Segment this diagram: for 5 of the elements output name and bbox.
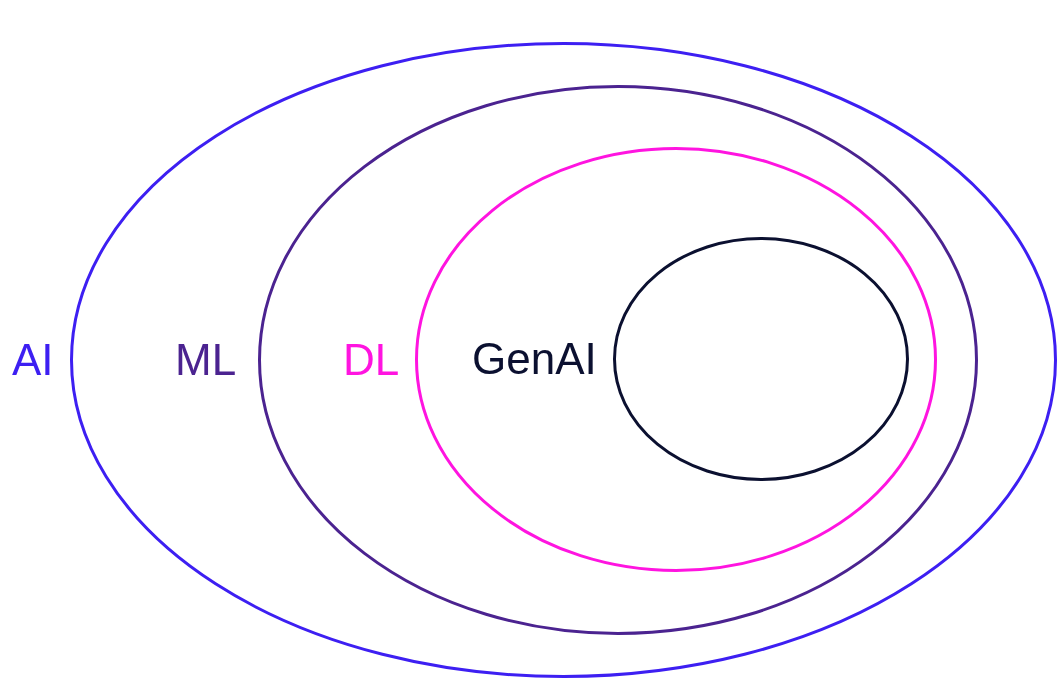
set-label: ML	[175, 335, 237, 385]
set-label: GenAI	[472, 334, 597, 384]
nested-set	[472, 237, 909, 481]
set-label: DL	[343, 334, 400, 385]
set-label: AI	[12, 335, 54, 385]
